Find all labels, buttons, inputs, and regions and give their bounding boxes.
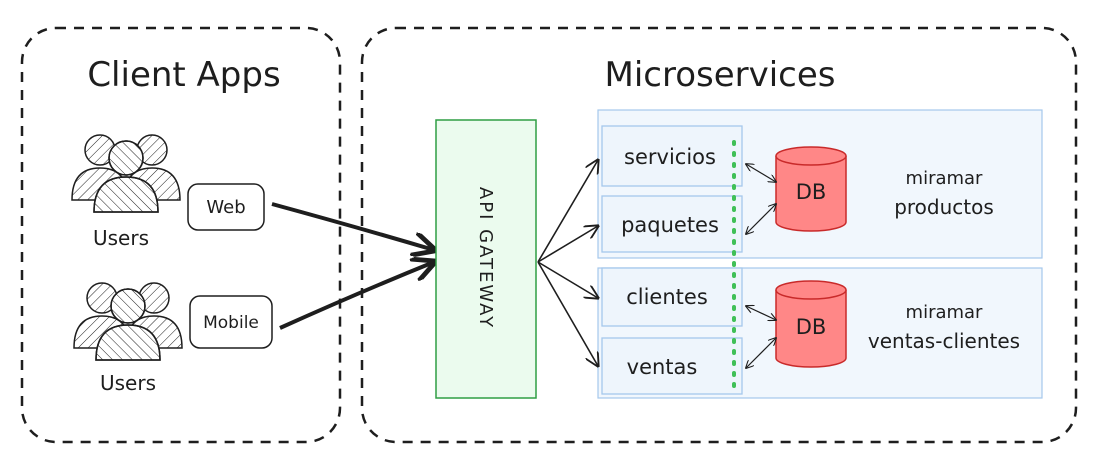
- client-apps-title: Client Apps: [87, 55, 280, 95]
- users-web-icon: [71, 134, 181, 213]
- service-box-paquetes[interactable]: [601, 195, 743, 253]
- paquetes-db-arrow: [746, 204, 776, 234]
- db-ventas-clientes-label: DB: [796, 315, 827, 339]
- group-ventas-clientes-name-line2: ventas-clientes: [868, 329, 1020, 353]
- service-box-ventas[interactable]: [601, 337, 743, 395]
- servicios-db-arrow: [746, 164, 776, 182]
- service-label-ventas: ventas: [627, 355, 698, 379]
- mobile-to-gateway-arrow: [279, 262, 434, 330]
- users-mobile-icon: [73, 282, 183, 361]
- web-to-gateway-arrow: [271, 202, 434, 250]
- service-box-clientes[interactable]: [601, 267, 743, 327]
- mobile-client-box[interactable]: [189, 295, 273, 349]
- group-ventas-clientes-name-line1: miramar: [906, 302, 984, 323]
- clientes-db-arrow: [746, 306, 776, 320]
- client-apps-frame: [20, 26, 342, 444]
- group-productos-name-line1: miramar: [906, 168, 984, 189]
- gateway-to-clientes-arrow: [537, 261, 598, 298]
- gateway-to-servicios-arrow: [537, 160, 598, 263]
- db-ventas-clientes-cylinder[interactable]: [775, 280, 847, 368]
- microservices-frame: [360, 26, 1078, 444]
- service-label-clientes: clientes: [626, 285, 708, 309]
- microservices-title: Microservices: [604, 55, 835, 95]
- service-label-paquetes: paquetes: [621, 213, 719, 237]
- api-gateway-label: API GATEWAY: [475, 187, 496, 329]
- group-productos-name-line2: productos: [894, 195, 994, 219]
- users-web-label: Users: [93, 226, 149, 250]
- service-label-servicios: servicios: [624, 145, 716, 169]
- gateway-to-paquetes-arrow: [537, 226, 598, 263]
- web-client-box[interactable]: [187, 183, 265, 231]
- db-productos-label: DB: [796, 180, 827, 204]
- gateway-to-ventas-arrow: [537, 261, 598, 366]
- mobile-client-label: Mobile: [203, 313, 259, 333]
- ventas-db-arrow: [746, 338, 776, 368]
- users-mobile-label: Users: [100, 371, 156, 395]
- service-box-servicios[interactable]: [601, 125, 743, 187]
- db-productos-cylinder[interactable]: [775, 146, 847, 232]
- api-gateway-box[interactable]: [435, 119, 537, 399]
- web-client-label: Web: [206, 197, 245, 218]
